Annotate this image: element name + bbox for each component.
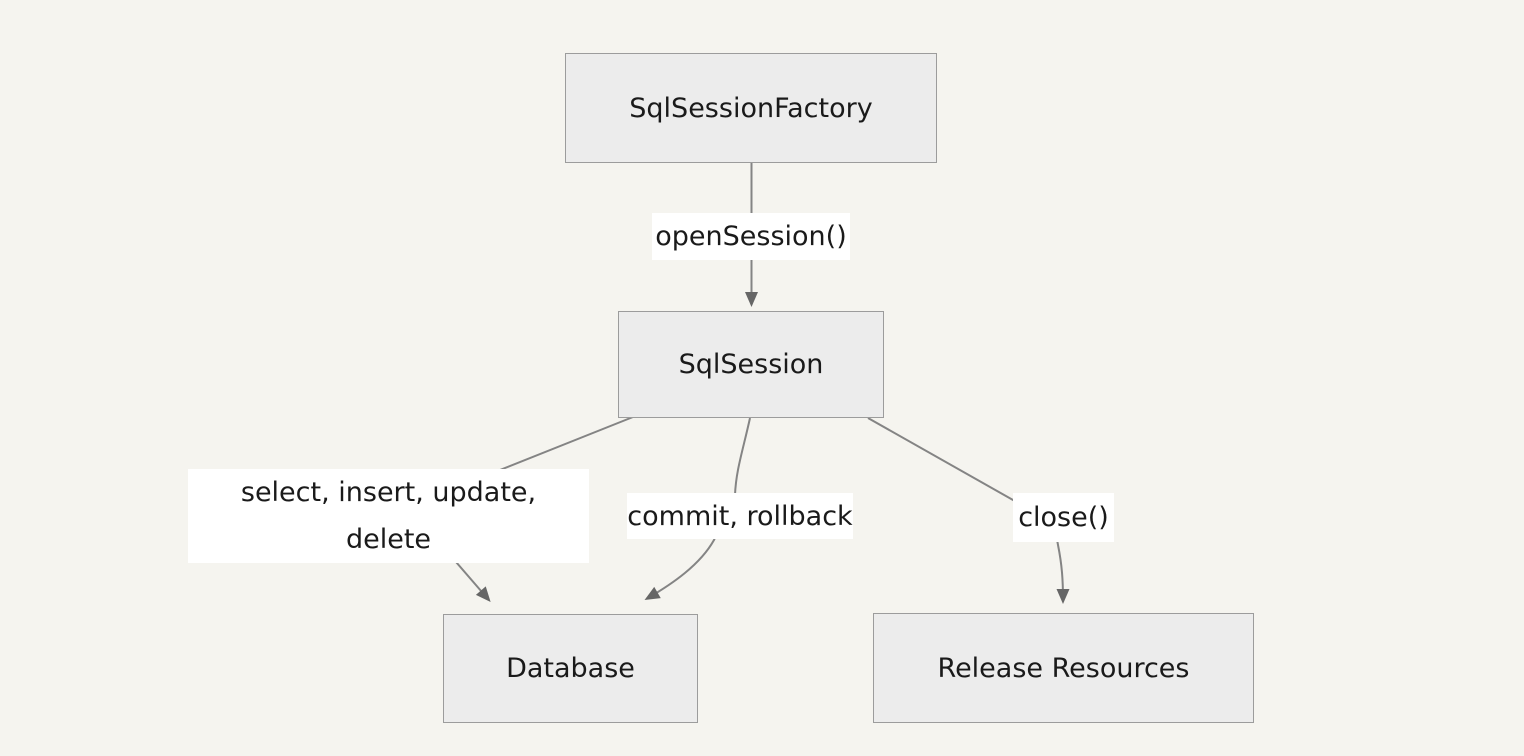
node-sqlsession: SqlSession [618, 311, 884, 418]
node-sqlsessionfactory: SqlSessionFactory [565, 53, 937, 163]
edge-commit-arrow [644, 417, 751, 601]
node-release-resources-label: Release Resources [937, 652, 1190, 684]
node-database-label: Database [506, 653, 635, 684]
node-sqlsessionfactory-label: SqlSessionFactory [629, 92, 873, 124]
node-sqlsession-label: SqlSession [678, 349, 824, 380]
edge-label-opensession: openSession() [652, 213, 850, 260]
edge-label-commit-rollback: commit, rollback [627, 493, 853, 539]
edge-label-select-insert-update-delete: select, insert, update, delete [188, 469, 589, 563]
node-database: Database [443, 614, 698, 723]
node-release-resources: Release Resources [873, 613, 1254, 723]
edge-label-close: close() [1013, 493, 1114, 542]
